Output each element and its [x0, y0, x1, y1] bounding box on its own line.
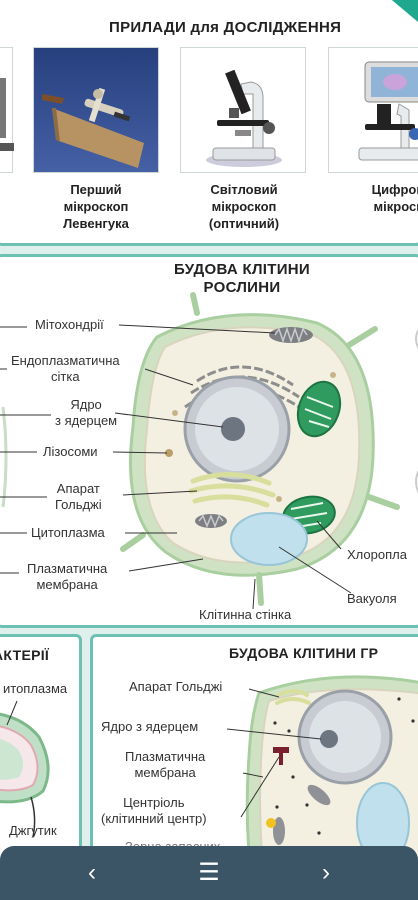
- light-microscope-caption: Світловий мікроскоп (оптичний): [208, 182, 280, 231]
- label-nucleus: Ядро з ядерцем: [55, 397, 118, 428]
- label-chloroplast: Хлоропла: [347, 547, 407, 562]
- bottom-navigation-bar: ‹ ☰ ›: [0, 846, 418, 900]
- light-microscope-image: [180, 47, 306, 173]
- corner-badge: [385, 0, 418, 26]
- label-mitochondria: Мітохондрії: [35, 317, 104, 332]
- label-bacteria-cytoplasm: итоплазма: [3, 681, 68, 696]
- label-plasma-membrane: Плазматична мембрана: [27, 561, 108, 592]
- menu-button[interactable]: ☰: [198, 859, 220, 886]
- label-golgi: Апарат Гольджі: [55, 481, 102, 512]
- bacteria-title: АКТЕРІЇ: [0, 647, 50, 663]
- digital-microscope-caption: Цифрови мікроско: [371, 182, 418, 214]
- animal-cell-title: БУДОВА КЛІТИНИ ГР: [229, 645, 379, 661]
- digital-microscope-image: [328, 47, 418, 173]
- label-animal-nucleus: Ядро з ядерцем: [101, 719, 199, 734]
- label-er: Ендоплазматична сітка: [11, 353, 120, 384]
- vacuole: [230, 512, 308, 566]
- plant-cell-title: БУДОВА КЛІТИНИ РОСЛИНИ: [173, 261, 311, 296]
- label-flagellum: Джгутик: [9, 823, 57, 838]
- plant-cell-diagram: [0, 292, 418, 610]
- label-cell-wall: Клітинна стінка: [199, 607, 292, 622]
- plant-cell-panel: БУДОВА КЛІТИНИ РОСЛИНИ: [0, 254, 418, 628]
- label-vacuole: Вакуоля: [347, 591, 397, 606]
- label-cytoplasm: Цитоплазма: [31, 525, 105, 540]
- centriole: [273, 747, 289, 765]
- previous-page-button[interactable]: ‹: [88, 859, 96, 886]
- golgi-apparatus: [188, 471, 276, 508]
- label-animal-membrane: Плазматична мембрана: [125, 749, 206, 780]
- label-centriole: Центріоль (клітинний центр): [101, 795, 207, 826]
- instruments-panel: ПРИЛАДИ для ДОСЛІДЖЕННЯ: [0, 0, 418, 246]
- chloroplast: [296, 380, 342, 438]
- instruments-title: ПРИЛАДИ для ДОСЛІДЖЕННЯ: [109, 19, 342, 36]
- next-page-button[interactable]: ›: [322, 859, 330, 886]
- nucleolus: [221, 417, 245, 441]
- leeuwenhoek-caption: Перший мікроскоп Левенгука: [63, 182, 129, 231]
- label-lysosomes: Лізосоми: [43, 444, 98, 459]
- microscope-card-partial: [0, 47, 14, 173]
- leeuwenhoek-microscope-image: [33, 47, 159, 173]
- bacteria-diagram: [0, 700, 50, 838]
- label-animal-golgi: Апарат Гольджі: [129, 679, 223, 694]
